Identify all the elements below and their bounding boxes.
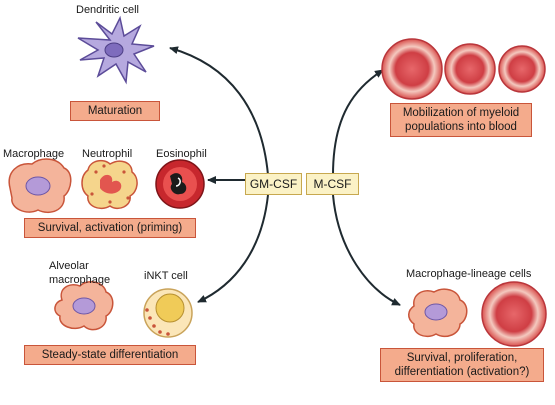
macrophage-label: Macrophage: [3, 148, 65, 160]
eosinophil-label: Eosinophil: [156, 148, 207, 160]
survival-activation-box: Survival, activation (priming): [24, 218, 196, 238]
mobilization-box: Mobilization of myeloid populations into…: [390, 103, 532, 137]
gm-csf-box: GM-CSF: [245, 173, 302, 195]
arrow-to-alveolar: [197, 194, 269, 303]
neutrophil-icon: [81, 159, 138, 210]
alveolar-macrophage-icon: [54, 280, 114, 331]
m-csf-box: M-CSF: [306, 173, 359, 195]
dendritic-cell-icon: [77, 15, 155, 85]
dendritic-cell-label: Dendritic cell: [76, 4, 139, 16]
maturation-box: Maturation: [70, 101, 160, 121]
neutrophil-label: Neutrophil: [82, 148, 133, 160]
inkt-cell-icon: [143, 288, 193, 338]
arrow-to-macrophage-lineage: [332, 194, 401, 306]
macrophage-lineage-label: Macrophage-lineage cells: [406, 268, 532, 280]
survival-proliferation-box: Survival, proliferation, differentiation…: [380, 348, 544, 382]
alveolar-macrophage-label: Alveolar macrophage: [49, 260, 111, 286]
eosinophil-icon: [155, 159, 205, 209]
inkt-cell-label: iNKT cell: [144, 270, 188, 282]
arrow-to-mobilization: [332, 69, 384, 176]
arrow-to-dendritic: [169, 46, 269, 176]
macrophage-lineage-icon: [408, 281, 547, 347]
steady-state-box: Steady-state differentiation: [24, 345, 196, 365]
macrophage-icon: [8, 158, 72, 214]
blood-cells-icon: [381, 38, 546, 100]
